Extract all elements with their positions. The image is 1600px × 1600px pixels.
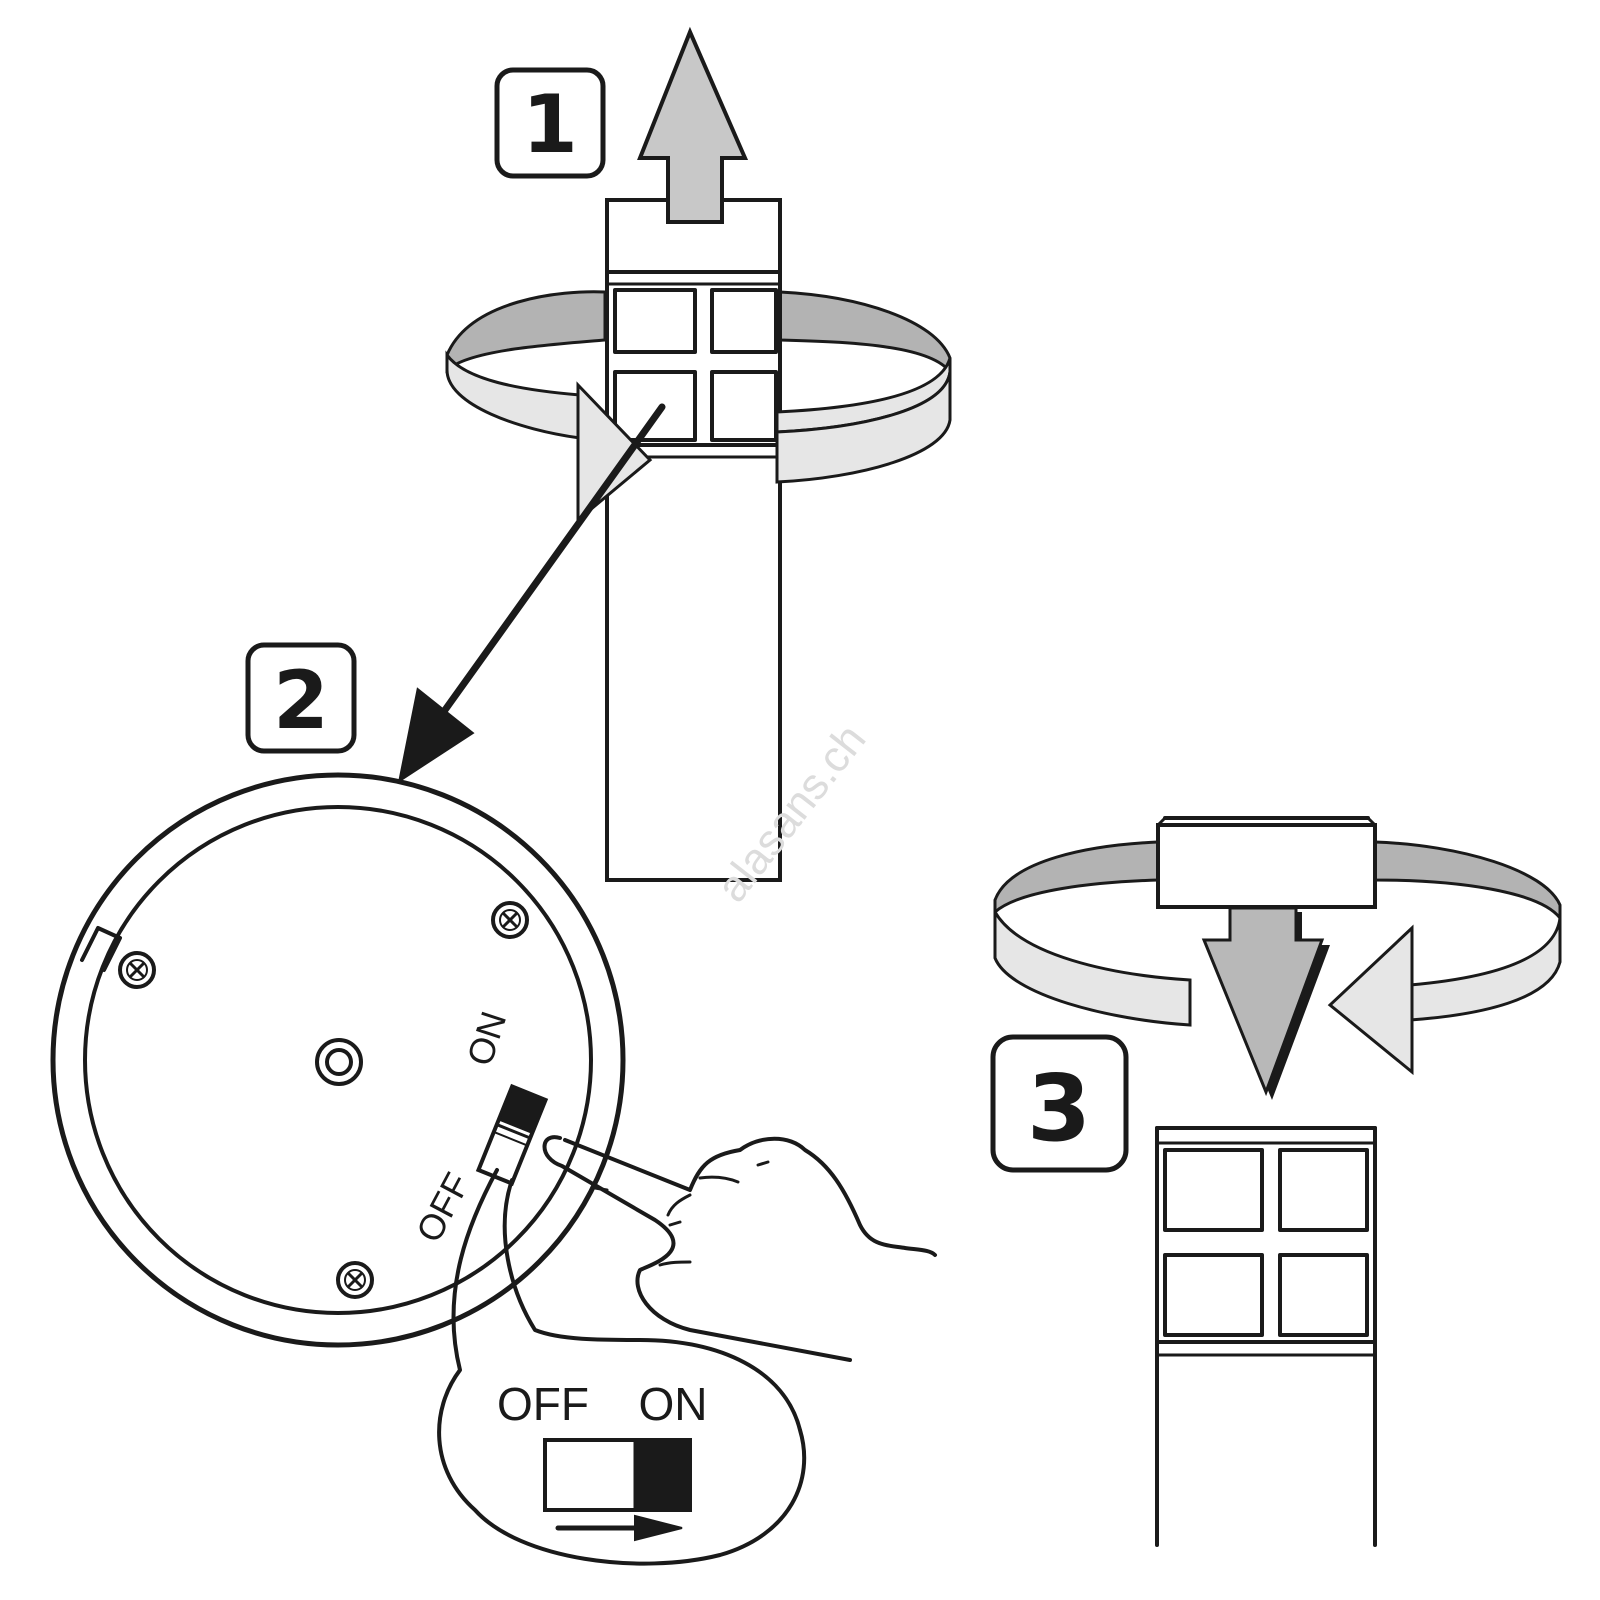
zoom-slide-switch [543,1438,692,1512]
lamp-pane [613,370,697,442]
rotation-band-front-left [993,906,1192,1027]
screw-icon [118,951,156,989]
lamp-pane [1278,1253,1369,1337]
step-2-number: 2 [273,654,329,747]
lamp-post-body [1155,1126,1377,1547]
step-2-badge [245,642,357,754]
step-3-number: 3 [1027,1055,1091,1162]
zoom-on-label: ON [639,1378,708,1430]
screw-icon [336,1261,374,1299]
step-1-badge [494,67,606,179]
slide-direction-arrow-icon [555,1514,683,1542]
rotation-band-back [993,840,1160,916]
lift-up-arrow [637,26,749,224]
lamp-pane [613,288,697,354]
rotation-arrowhead [1327,924,1414,1076]
rotation-band-front-right [1408,917,1562,1022]
lamp-pane [1163,1148,1264,1232]
rotation-band-back-right [778,290,952,377]
step-3-badge [990,1034,1129,1173]
lamp-pane [710,288,778,354]
rotation-band-back [445,290,607,374]
rotation-band-front-right-tail [775,371,952,484]
rotation-band-back-right [1373,840,1562,923]
lamp-cap [1156,823,1377,909]
lamp-pane [1278,1148,1369,1232]
zoom-off-label: OFF [497,1378,589,1430]
zoom-callout-bubble [437,1168,807,1566]
rotation-arrowhead [576,381,653,524]
slide-switch[interactable] [475,1083,549,1187]
step-1-number: 1 [522,78,578,171]
step-3-illustration: 3 [990,816,1562,1547]
screw-icon [491,901,529,939]
lamp-pane [1163,1253,1264,1337]
base-plate-notch [80,926,122,972]
pointer-arrow-line [441,403,666,714]
rotation-band-front-left [445,350,582,440]
step-2-illustration: 2 ON OFF [50,642,937,1566]
pointer-arrowhead [397,687,475,784]
hand-pointer [542,1135,937,1362]
lamp-pane [710,370,778,442]
step-1-illustration: 1 [397,26,952,882]
